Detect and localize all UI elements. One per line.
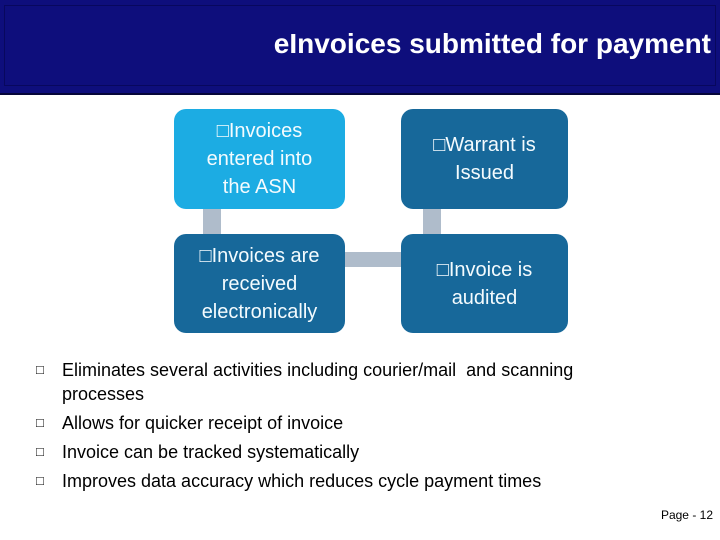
list-item: □ Invoice can be tracked systematically xyxy=(36,440,650,464)
flow-box-line: □Invoices are xyxy=(199,244,320,267)
square-bullet-icon: □ xyxy=(36,473,44,488)
list-item-text: Allows for quicker receipt of invoice xyxy=(62,413,344,433)
flow-box-line: the ASN xyxy=(222,176,297,198)
flow-box-line: Issued xyxy=(455,162,514,184)
connector-across-bottom xyxy=(342,252,404,267)
list-item-text: Invoice can be tracked systematically xyxy=(62,442,360,462)
flow-box-line: received xyxy=(221,272,298,295)
list-item-text: Improves data accuracy which reduces cyc… xyxy=(62,471,542,491)
connector-down-right xyxy=(423,205,441,238)
flow-box-line: electronically xyxy=(201,300,318,323)
flow-box-line: audited xyxy=(451,286,518,309)
square-bullet-icon: □ xyxy=(36,362,44,377)
list-item: □ Improves data accuracy which reduces c… xyxy=(36,469,650,493)
flow-box-line: □Invoice is xyxy=(436,258,533,281)
connector-down-left xyxy=(203,205,221,238)
square-bullet-icon: □ xyxy=(36,415,44,430)
flow-box-line: □Invoices xyxy=(216,120,303,142)
title-bar: eInvoices submitted for payment xyxy=(0,0,720,95)
flow-box-invoice-audited: □Invoice is audited xyxy=(401,234,568,333)
square-bullet-icon: □ xyxy=(36,444,44,459)
flow-box-line: □Warrant is xyxy=(433,134,536,156)
list-item-text: Eliminates several activities including … xyxy=(62,360,579,404)
bullet-list: □ Eliminates several activities includin… xyxy=(36,358,650,498)
slide-title: eInvoices submitted for payment xyxy=(273,27,711,59)
list-item: □ Allows for quicker receipt of invoice xyxy=(36,411,650,435)
flow-box-warrant-issued: □Warrant is Issued xyxy=(401,109,568,209)
list-item: □ Eliminates several activities includin… xyxy=(36,358,650,406)
flow-box-line: entered into xyxy=(206,148,313,170)
flow-box-invoices-received: □Invoices are received electronically xyxy=(174,234,345,333)
page-number-label: Page - 12 xyxy=(660,508,713,522)
flow-box-invoices-entered-asn: □Invoices entered into the ASN xyxy=(174,109,345,209)
